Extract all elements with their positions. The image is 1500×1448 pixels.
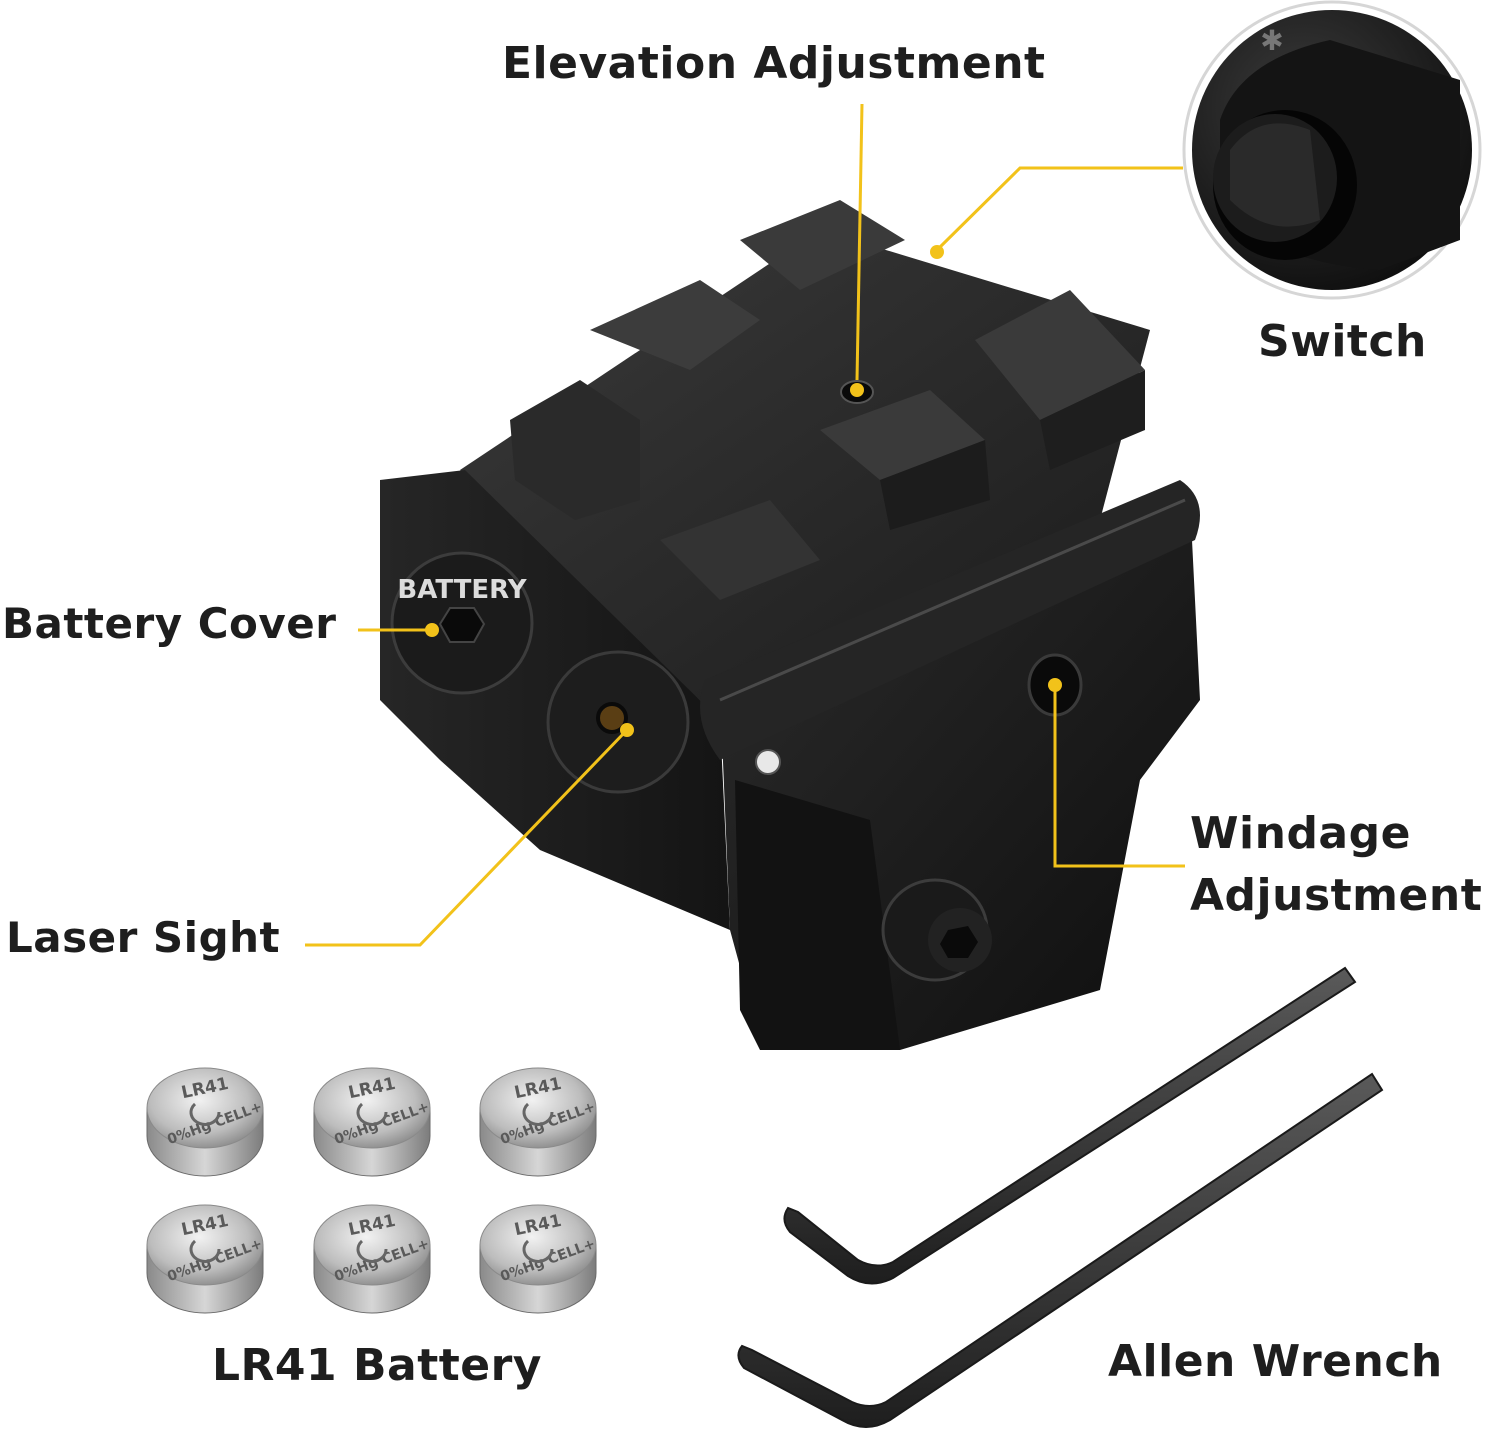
callout-lines — [305, 103, 1185, 947]
windage-label-line2: Adjustment — [1190, 870, 1483, 921]
switch-closeup: ✱ — [1182, 0, 1482, 300]
laser-sight-body: BATTERY — [380, 200, 1200, 1050]
battery-cover-label: Battery Cover — [2, 599, 337, 648]
switch-label: Switch — [1258, 316, 1427, 367]
laser-sight-label: Laser Sight — [6, 913, 281, 962]
callout-dots — [425, 245, 1062, 737]
lr41-battery-label: LR41 Battery — [212, 1340, 542, 1391]
allen-wrench-label: Allen Wrench — [1108, 1336, 1443, 1387]
windage-label-line1: Windage — [1190, 808, 1411, 859]
mount-knob — [881, 878, 992, 982]
allen-wrench-long — [737, 1072, 1384, 1428]
allen-wrench-short — [783, 966, 1357, 1285]
elevation-adjustment-label: Elevation Adjustment — [502, 38, 1046, 89]
battery-cover-text: BATTERY — [397, 575, 527, 605]
svg-text:✱: ✱ — [1260, 24, 1283, 57]
